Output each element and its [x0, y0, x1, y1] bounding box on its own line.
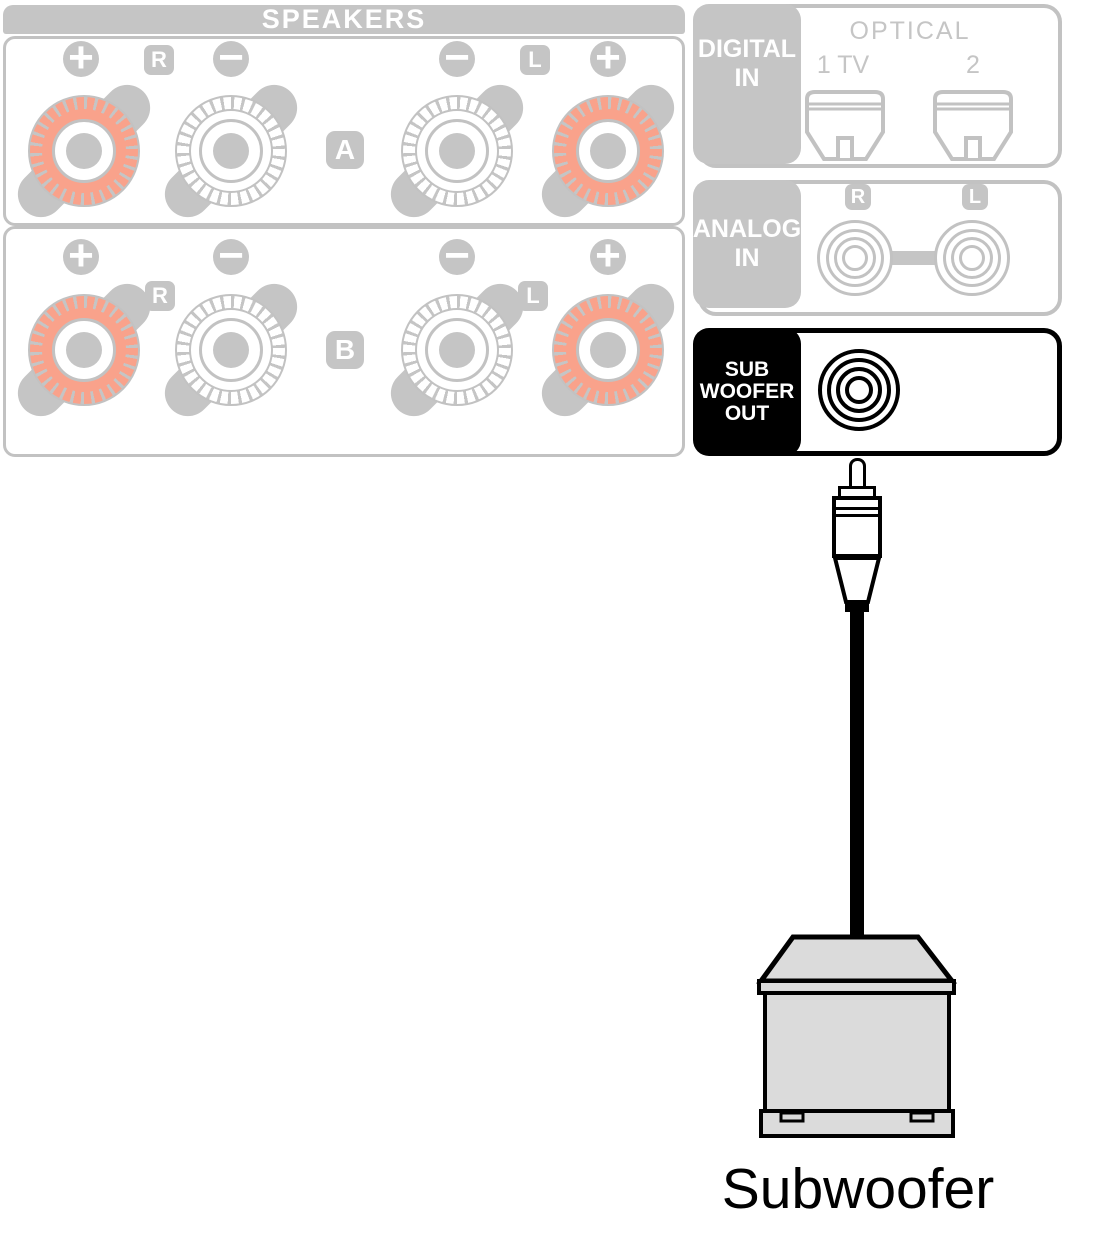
analog-l-badge: L	[962, 184, 988, 210]
subwoofer-cable	[850, 608, 864, 942]
plus-glyph: +	[595, 230, 621, 280]
subwoofer-out-label-line2: WOOFER	[699, 380, 795, 403]
plug-strain-relief-icon	[845, 600, 869, 612]
speaker-terminal-negative-icon	[155, 274, 307, 426]
optical-port-icon	[805, 90, 885, 161]
channel-r-label: R	[151, 47, 167, 72]
subwoofer-out-label-block: SUB WOOFER OUT	[693, 328, 801, 456]
optical-title: OPTICAL	[849, 17, 971, 45]
channel-r-badge: R	[145, 281, 175, 311]
minus-glyph: −	[218, 32, 244, 82]
optical-port1-label: 1 TV	[816, 51, 870, 79]
minus-glyph: −	[218, 230, 244, 280]
speaker-terminal-positive-icon	[532, 274, 684, 426]
speaker-terminal-negative-icon	[155, 75, 307, 227]
optical-port2-label: 2	[966, 51, 980, 79]
speaker-terminal-positive-icon	[8, 75, 160, 227]
subwoofer-out-label-line3: OUT	[724, 402, 770, 425]
rca-plug-taper-icon	[832, 556, 882, 604]
channel-l-label: L	[526, 283, 540, 308]
plus-icon: +	[63, 233, 99, 277]
rca-jack-icon	[817, 220, 893, 296]
analog-l-label: L	[968, 185, 982, 208]
plus-icon: +	[590, 233, 626, 277]
speaker-terminal-positive-icon	[8, 274, 160, 426]
rca-plug-body-icon	[832, 496, 882, 558]
digital-in-label-line1: DIGITAL	[697, 35, 797, 63]
speaker-group-a-badge: A	[326, 131, 364, 169]
group-a-label: A	[334, 134, 356, 165]
rca-plug-pin-icon	[849, 458, 866, 488]
channel-r-label: R	[152, 283, 168, 308]
analog-in-label-line2: IN	[734, 244, 760, 272]
plus-icon: +	[590, 35, 626, 79]
analog-in-label-block: ANALOG IN	[693, 180, 801, 308]
analog-in-label-line1: ANALOG	[692, 215, 802, 243]
digital-in-label-line2: IN	[734, 64, 760, 92]
channel-l-label: L	[528, 47, 542, 72]
optical-port-icon	[933, 90, 1013, 161]
rca-jack-icon	[934, 220, 1010, 296]
channel-l-badge: L	[520, 45, 550, 75]
group-b-label: B	[334, 334, 356, 365]
analog-r-badge: R	[845, 184, 871, 210]
plus-glyph: +	[68, 230, 94, 280]
plus-icon: +	[63, 35, 99, 79]
minus-glyph: −	[444, 32, 470, 82]
plug-ridge	[836, 514, 878, 517]
minus-glyph: −	[444, 230, 470, 280]
speakers-title: SPEAKERS	[261, 4, 427, 34]
subwoofer-icon	[756, 934, 958, 1138]
plug-ridge	[836, 507, 878, 510]
speaker-terminal-positive-icon	[532, 75, 684, 227]
speaker-group-b-badge: B	[326, 331, 364, 369]
speakers-header: SPEAKERS	[3, 4, 685, 34]
speaker-terminal-negative-icon	[381, 274, 533, 426]
jack-connector-bar	[888, 251, 938, 265]
subwoofer-caption: Subwoofer	[721, 1157, 995, 1221]
speaker-terminal-negative-icon	[381, 75, 533, 227]
minus-icon: −	[213, 35, 249, 79]
analog-r-label: R	[850, 185, 866, 208]
channel-r-badge: R	[144, 45, 174, 75]
plus-glyph: +	[595, 32, 621, 82]
minus-icon: −	[439, 35, 475, 79]
digital-in-label-block: DIGITAL IN	[693, 4, 801, 164]
minus-icon: −	[213, 233, 249, 277]
plus-glyph: +	[68, 32, 94, 82]
channel-l-badge: L	[518, 281, 548, 311]
minus-icon: −	[439, 233, 475, 277]
subwoofer-rca-jack-icon	[818, 349, 900, 431]
subwoofer-out-label-line1: SUB	[724, 358, 770, 381]
